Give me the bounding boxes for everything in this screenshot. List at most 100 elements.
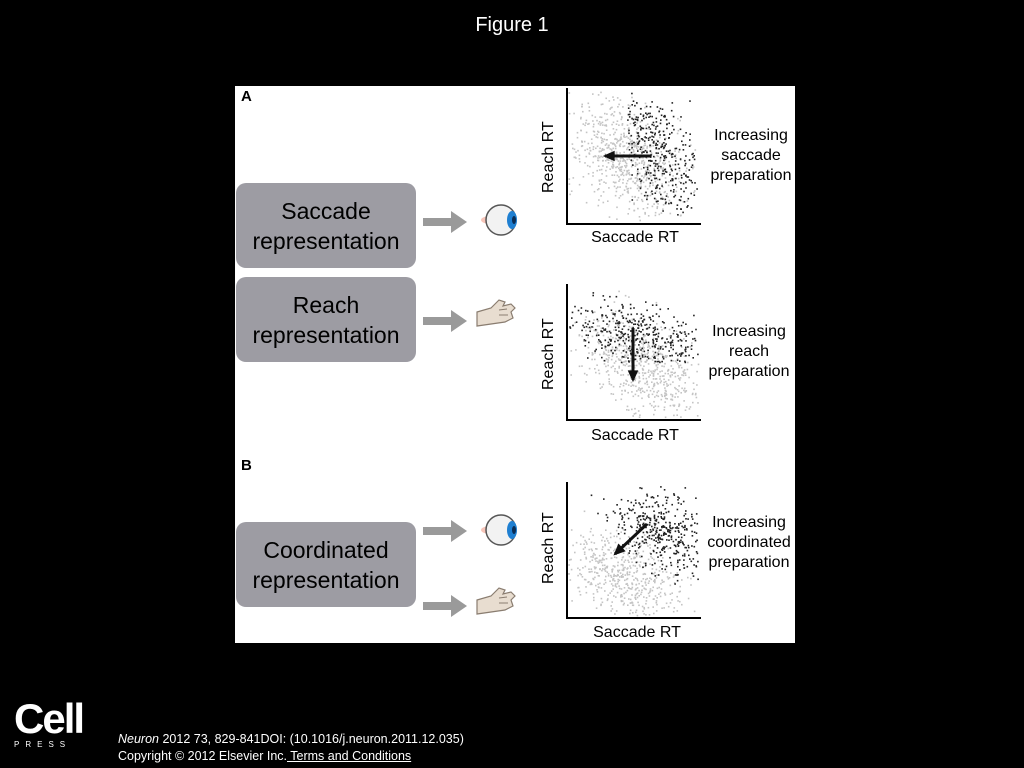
scatter-point — [656, 207, 658, 210]
scatter-point — [613, 301, 616, 303]
scatter-point — [641, 536, 644, 538]
scatter-point — [684, 513, 687, 515]
scatter-point — [642, 374, 644, 377]
scatter-point — [652, 350, 654, 353]
scatter-point — [646, 495, 649, 497]
scatter-point — [637, 321, 640, 324]
scatter-point — [665, 118, 668, 121]
scatter-point — [685, 390, 688, 392]
scatter-point — [621, 527, 624, 529]
scatter-point — [674, 386, 676, 389]
scatter-point — [649, 547, 651, 549]
scatter-point — [611, 123, 613, 126]
scatter-point — [685, 155, 687, 157]
scatter-point — [622, 576, 624, 578]
scatter-point — [588, 367, 591, 370]
scatter-point — [649, 316, 651, 319]
scatter-point — [611, 143, 614, 145]
scatter-point — [650, 538, 653, 540]
scatter-point — [635, 530, 638, 532]
scatter-point — [668, 521, 671, 524]
scatter-point — [582, 548, 585, 550]
scatter-point — [689, 406, 692, 408]
scatter-point — [682, 520, 684, 523]
scatter-point — [643, 606, 645, 609]
scatter-point — [648, 177, 650, 180]
scatter-point — [661, 183, 663, 185]
scatter-point — [601, 103, 604, 105]
scatter-point — [637, 350, 640, 353]
scatter-point — [649, 389, 652, 392]
scatter-point — [573, 148, 576, 151]
scatter-point — [669, 529, 672, 532]
scatter-point — [608, 187, 610, 189]
scatter-point — [640, 150, 642, 153]
scatter-point — [655, 610, 658, 612]
scatter-point — [645, 173, 648, 175]
scatter-point — [692, 167, 694, 170]
scatter-point — [648, 126, 650, 128]
scatter-point — [652, 121, 655, 124]
scatter-point — [624, 294, 627, 297]
scatter-point — [643, 166, 645, 169]
scatter-point — [660, 146, 662, 149]
shift-arrow-head — [627, 370, 639, 383]
scatter-point — [629, 347, 632, 349]
scatter-point — [630, 509, 633, 512]
scatter-point — [623, 587, 626, 589]
scatter-point — [663, 142, 665, 144]
terms-link[interactable]: Terms and Conditions — [287, 749, 412, 763]
scatter-point — [592, 322, 595, 324]
scatter-point — [595, 147, 597, 150]
scatter-point — [568, 564, 570, 566]
scatter-point — [614, 575, 616, 577]
scatter-point — [674, 515, 676, 517]
scatter-point — [641, 397, 643, 400]
scatter-point — [627, 336, 630, 338]
scatter-point — [637, 327, 640, 329]
scatter-point — [627, 552, 630, 554]
scatter-point — [597, 94, 600, 96]
scatter-point — [642, 578, 645, 580]
scatter-point — [620, 170, 623, 173]
scatter-point — [640, 146, 642, 148]
scatter-point — [624, 342, 626, 345]
scatter-point — [663, 191, 666, 194]
scatter-point — [636, 587, 639, 589]
scatter-point — [645, 531, 648, 533]
scatter-point — [632, 118, 635, 121]
scatter-point — [627, 384, 630, 386]
scatter-point — [641, 152, 643, 154]
scatter-point — [587, 581, 589, 584]
scatter-point — [623, 568, 625, 571]
scatter-point — [592, 554, 594, 557]
scatter-point — [596, 572, 598, 574]
scatter-point — [678, 542, 680, 544]
scatter-point — [658, 345, 660, 347]
scatter-point — [656, 187, 658, 189]
scatter-point — [662, 557, 664, 559]
scatter-point — [636, 592, 639, 594]
scatter-point — [685, 355, 687, 357]
scatter-point — [669, 341, 671, 344]
scatter-point — [653, 197, 656, 200]
scatter-point — [665, 527, 668, 530]
scatter-point — [654, 595, 657, 597]
scatter-point — [632, 148, 635, 151]
scatter-point — [635, 583, 638, 586]
scatter-point — [663, 163, 665, 166]
scatter-point — [646, 194, 649, 197]
scatter-point — [635, 118, 637, 121]
scatter-point — [658, 131, 660, 134]
scatter-point — [692, 338, 694, 340]
scatter-point — [688, 354, 690, 357]
scatter-point — [623, 602, 625, 605]
scatter-point — [654, 405, 657, 407]
scatter-point — [661, 108, 664, 110]
scatter-point — [629, 144, 631, 146]
scatter-point — [576, 131, 579, 134]
scatter-point — [607, 146, 610, 149]
scatter-point — [613, 595, 615, 597]
scatter-point — [585, 329, 587, 332]
scatter-point — [590, 494, 593, 497]
